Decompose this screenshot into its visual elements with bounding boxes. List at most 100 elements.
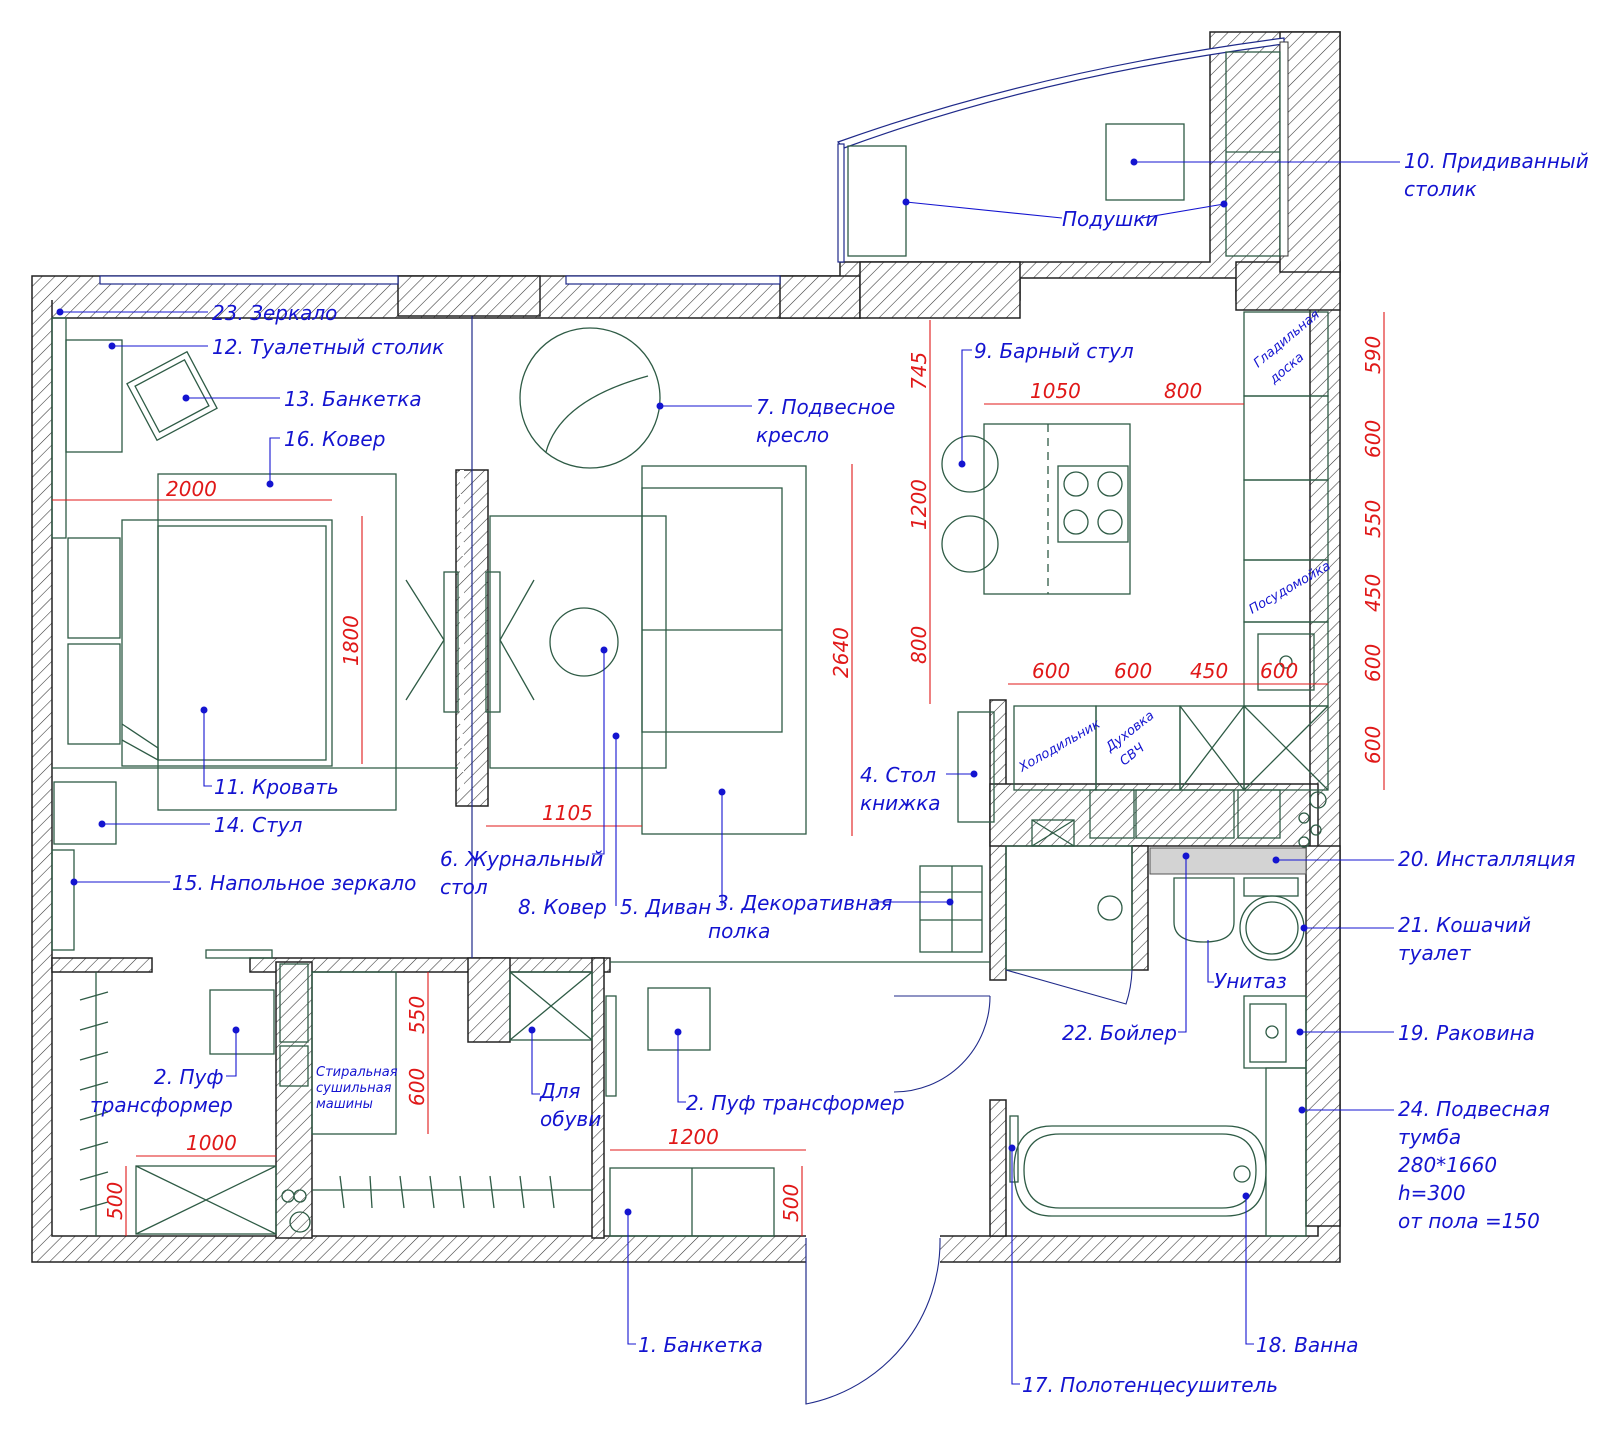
label-washer-line3: машины <box>316 1097 373 1112</box>
label-23: 23. Зеркало <box>212 301 337 325</box>
pillow-2 <box>67 643 121 745</box>
hanging-cabinet <box>1265 1067 1307 1237</box>
label-2b: 2. Пуф трансформер <box>686 1091 905 1115</box>
label-5: 5. Диван <box>620 895 711 919</box>
pillow-left <box>847 145 907 257</box>
mirror <box>51 317 67 539</box>
label-3-line2: полка <box>708 919 770 943</box>
dim-2640: 2640 <box>829 627 853 678</box>
dim-k450: 450 <box>1190 659 1228 683</box>
kitchen-island <box>983 423 1131 595</box>
folding-table <box>957 711 995 823</box>
label-13: 13. Банкетка <box>284 387 422 411</box>
label-2a-line1: 2. Пуф <box>154 1065 223 1089</box>
label-24-line5: от пола =150 <box>1398 1209 1540 1233</box>
wall-pier-1 <box>397 275 541 317</box>
label-20: 20. Инсталляция <box>1398 847 1575 871</box>
dim-600-b: 600 <box>1361 644 1385 682</box>
wall-pier-2 <box>779 275 861 319</box>
dim-1000: 1000 <box>186 1131 237 1155</box>
label-24-line4: h=300 <box>1398 1181 1466 1205</box>
kitchen-furniture <box>941 311 1329 791</box>
label-21-line2: туалет <box>1398 941 1472 965</box>
kitchen-sink <box>1257 633 1315 691</box>
balcony-window-side <box>837 143 845 263</box>
dim-1200-hall: 1200 <box>668 1125 719 1149</box>
bed <box>121 519 333 767</box>
label-10-line1: 10. Придиванный <box>1404 149 1589 173</box>
label-2a-line2: трансформер <box>90 1093 233 1117</box>
dim-600-a: 600 <box>1361 420 1385 458</box>
leaders <box>56 158 1400 1385</box>
toilet <box>1173 877 1235 943</box>
coffee-table <box>549 607 619 677</box>
label-14: 14. Стул <box>214 813 303 837</box>
dim-1105: 1105 <box>542 801 593 825</box>
dim-k600-a: 600 <box>1032 659 1070 683</box>
dim-450-a: 450 <box>1361 574 1385 612</box>
boiler-cabinet <box>1005 845 1133 971</box>
label-washer-line1: Стиральная <box>316 1065 398 1080</box>
wall-pier-3 <box>859 261 1021 319</box>
dim-2000: 2000 <box>166 477 217 501</box>
installation <box>1149 847 1307 875</box>
label-15: 15. Напольное зеркало <box>172 871 416 895</box>
bath-wall-left-low <box>989 1099 1007 1237</box>
hall-furniture <box>79 949 990 1237</box>
bench-bedroom <box>126 350 218 442</box>
dim-1200-kitchen: 1200 <box>907 479 931 530</box>
shoe-cabinet <box>509 971 593 1041</box>
label-19: 19. Раковина <box>1398 1021 1535 1045</box>
dim-800-top: 800 <box>1164 379 1202 403</box>
label-shoes-line2: обуви <box>540 1107 601 1131</box>
label-24-line3: 280*1660 <box>1398 1153 1497 1177</box>
label-24-line1: 24. Подвесная <box>1398 1097 1550 1121</box>
label-4-line2: книжка <box>860 791 941 815</box>
label-washer-line2: сушильная <box>316 1081 392 1096</box>
label-22: 22. Бойлер <box>1062 1021 1177 1045</box>
label-12: 12. Туалетный столик <box>212 335 444 359</box>
rug-living <box>489 515 667 769</box>
label-18: 18. Ванна <box>1256 1333 1359 1357</box>
bathroom-furniture <box>1005 789 1327 1237</box>
label-16: 16. Ковер <box>284 427 385 451</box>
balcony-wall <box>1279 31 1341 273</box>
dim-500-a: 500 <box>103 1182 127 1220</box>
floor-mirror <box>51 849 75 951</box>
dim-500-b: 500 <box>779 1184 803 1222</box>
dim-550-b: 550 <box>405 996 429 1034</box>
washing-machines <box>311 971 397 1135</box>
living-furniture <box>405 316 995 958</box>
hanging-chair <box>519 327 661 469</box>
dim-1800: 1800 <box>339 615 363 666</box>
bar-stool-1 <box>941 435 999 493</box>
dim-800-kitchen: 800 <box>907 626 931 664</box>
dim-590: 590 <box>1361 336 1385 374</box>
label-1: 1. Банкетка <box>638 1333 763 1357</box>
boiler-wall <box>1131 845 1149 971</box>
label-4-line1: 4. Стол <box>860 763 936 787</box>
dim-600-c: 600 <box>1361 726 1385 764</box>
label-11: 11. Кровать <box>214 775 339 799</box>
dim-600-d: 600 <box>405 1068 429 1106</box>
label-7-line1: 7. Подвесное <box>756 395 895 419</box>
pillow-right <box>1225 51 1281 257</box>
label-17: 17. Полотенцесушитель <box>1022 1373 1278 1397</box>
balcony-wall-edge <box>1279 41 1289 257</box>
label-6-line1: 6. Журнальный <box>440 847 603 871</box>
windows <box>99 37 1289 285</box>
bedroom-furniture <box>51 317 458 951</box>
partition-1 <box>51 957 153 973</box>
doors <box>805 969 1133 1405</box>
cat-toilet <box>1239 895 1305 961</box>
dim-k600-b: 600 <box>1114 659 1152 683</box>
label-fridge: Холодильник <box>1016 717 1104 776</box>
label-toilet: Унитаз <box>1214 969 1287 993</box>
label-9: 9. Барный стул <box>974 339 1134 363</box>
bathtub <box>1013 1125 1267 1217</box>
pouf-hall <box>647 987 711 1051</box>
bath-wall-right <box>1305 845 1341 1227</box>
chair <box>53 781 117 845</box>
label-8: 8. Ковер <box>518 895 607 919</box>
